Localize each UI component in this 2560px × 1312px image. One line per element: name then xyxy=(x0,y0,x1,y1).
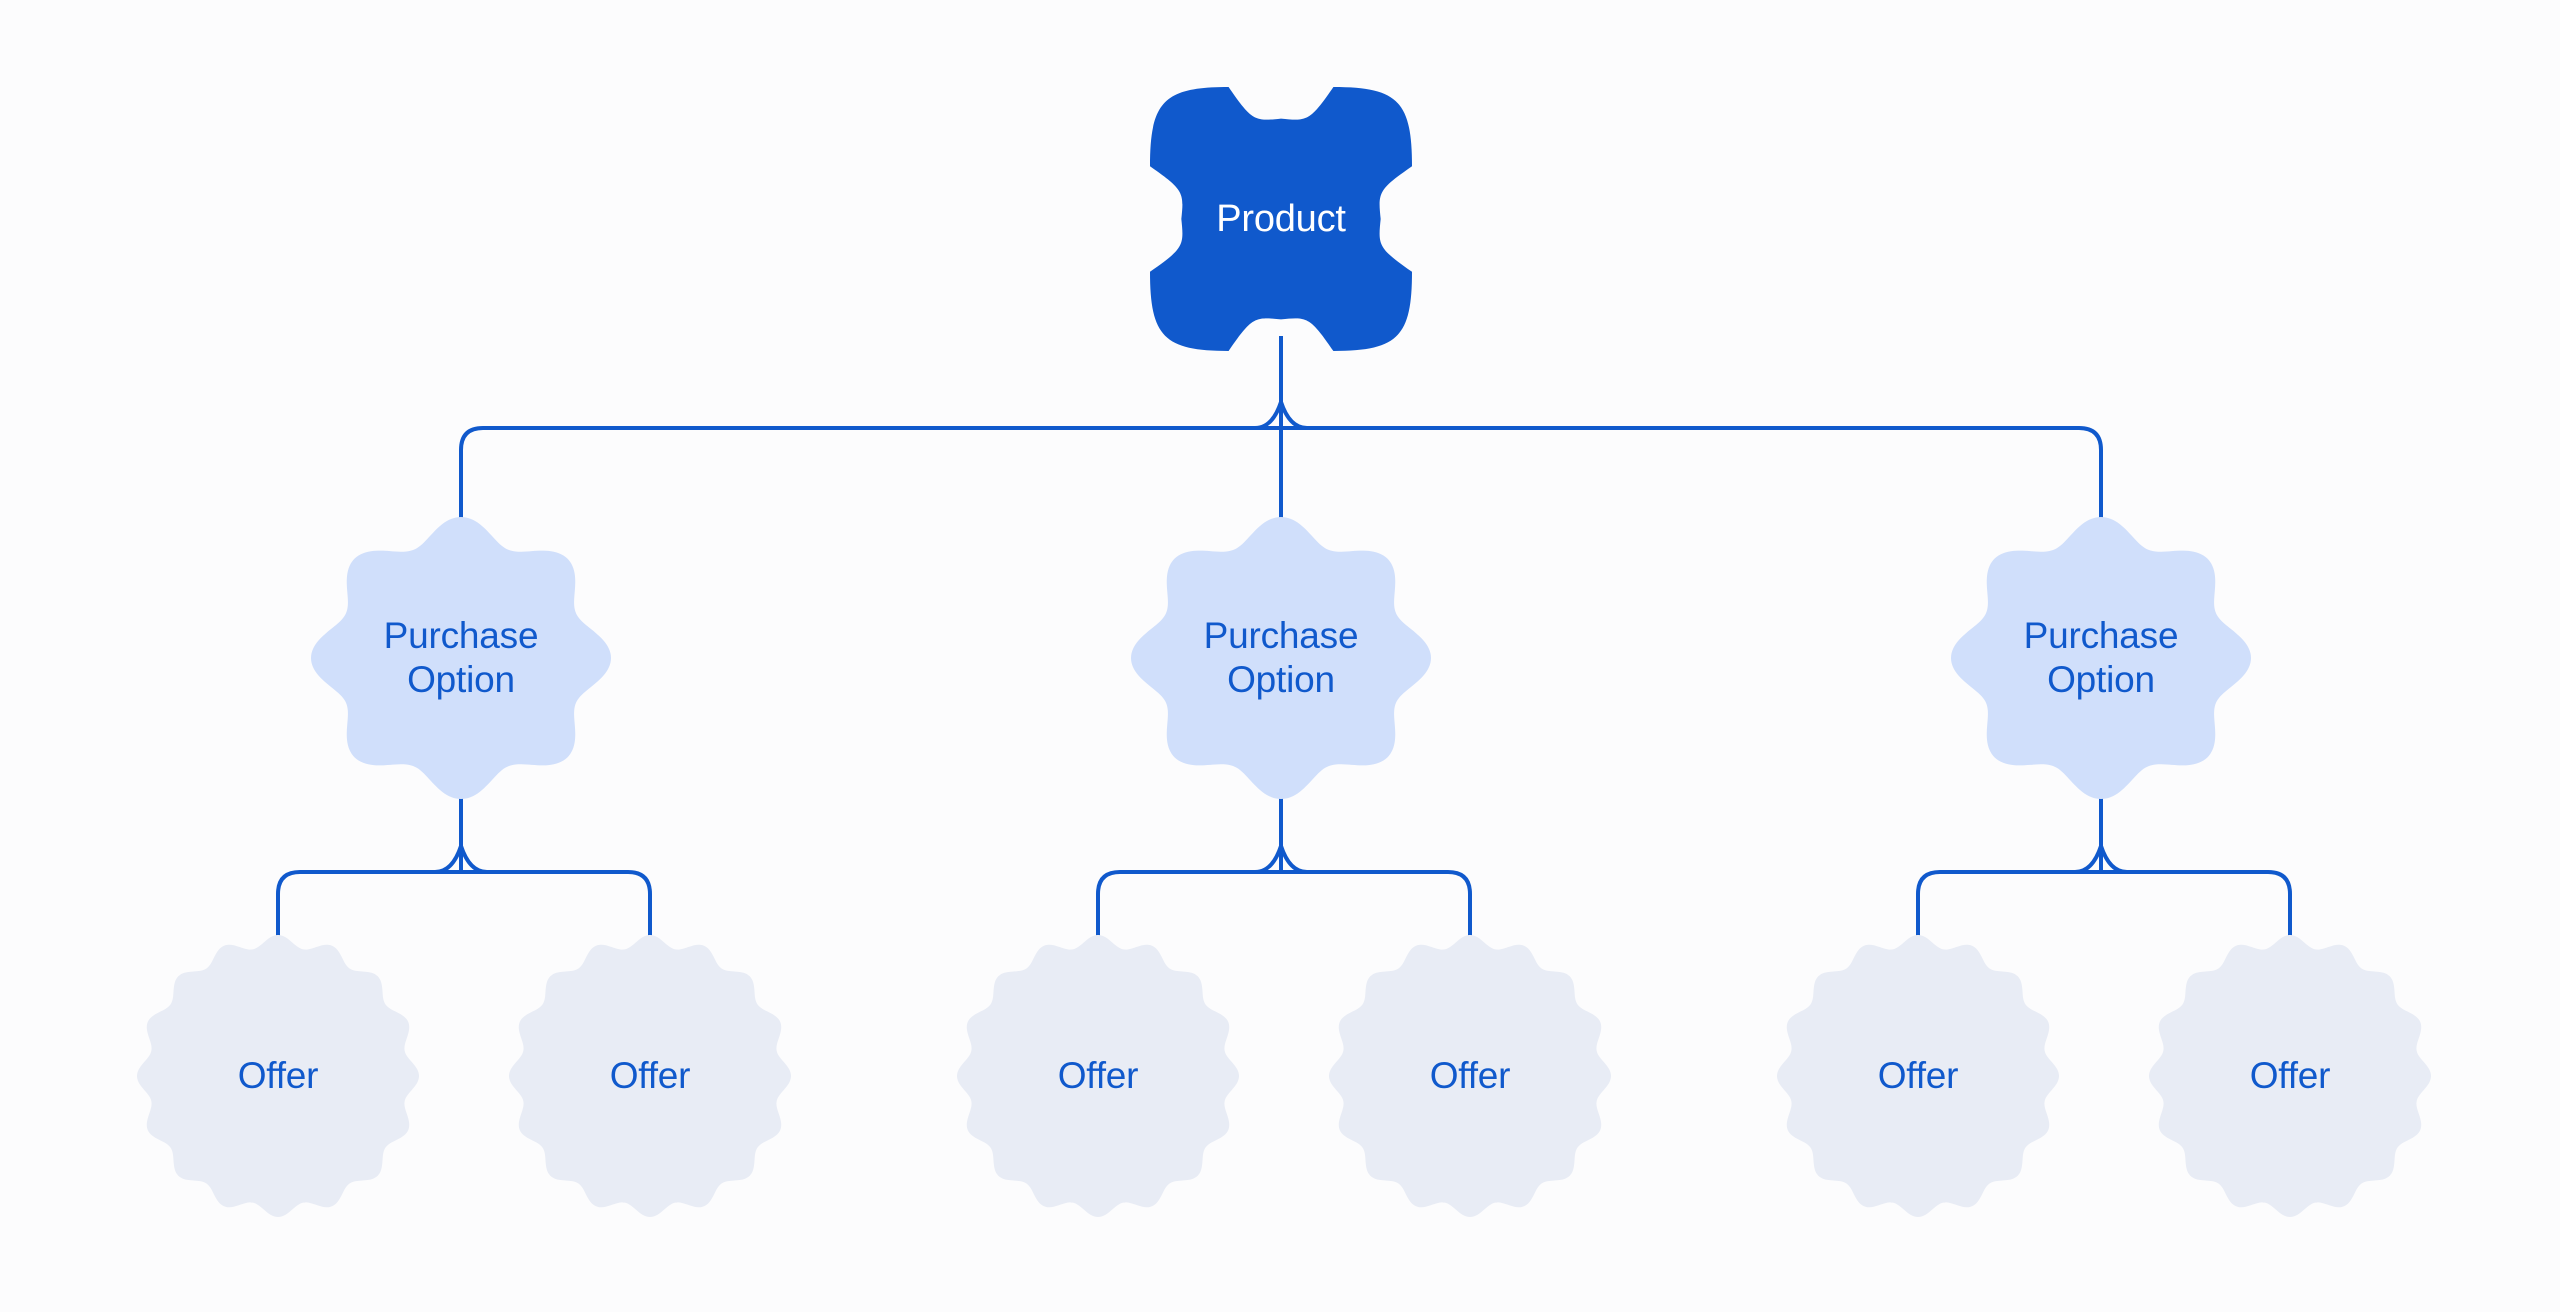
node-offer-1-2-shape[interactable] xyxy=(509,935,791,1217)
node-offer-3-1-shape[interactable] xyxy=(1777,935,2059,1217)
connector-po2-bar xyxy=(1096,870,1472,949)
node-offer-2-2-shape[interactable] xyxy=(1329,935,1611,1217)
connector-po1-junction-fillet xyxy=(434,844,488,874)
connectors-layer xyxy=(276,336,2292,949)
node-purchase-option-1-shape[interactable] xyxy=(311,517,611,799)
connector-po3-junction-fillet xyxy=(2074,844,2128,874)
nodes-layer xyxy=(137,87,2431,1217)
node-purchase-option-2-shape[interactable] xyxy=(1131,517,1431,799)
node-product-shape[interactable] xyxy=(1150,87,1412,351)
connector-level1-junction-fillet xyxy=(1254,400,1308,430)
connector-po3-bar xyxy=(1916,870,2292,949)
node-offer-1-1-shape[interactable] xyxy=(137,935,419,1217)
node-offer-2-1-shape[interactable] xyxy=(957,935,1239,1217)
node-purchase-option-3-shape[interactable] xyxy=(1951,517,2251,799)
connector-po1-bar xyxy=(276,870,652,949)
connector-po2-junction-fillet xyxy=(1254,844,1308,874)
node-offer-3-2-shape[interactable] xyxy=(2149,935,2431,1217)
